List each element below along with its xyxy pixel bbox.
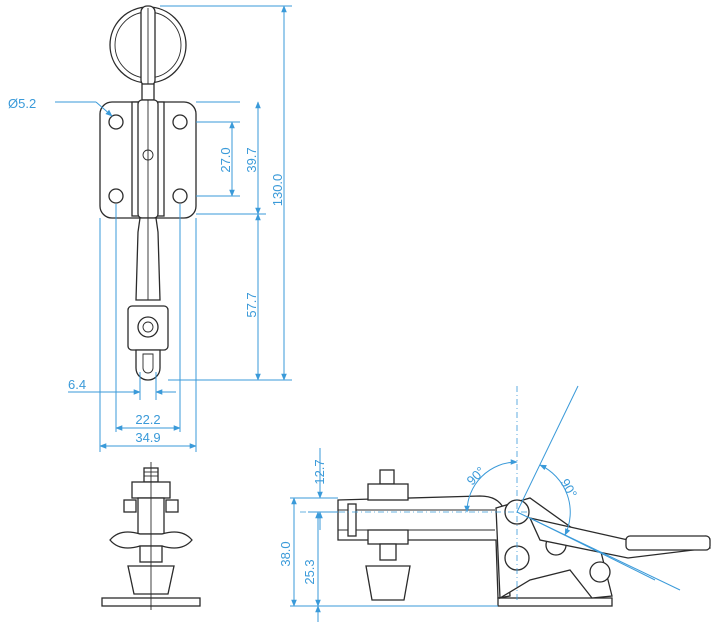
dim-side-height: 38.0 [278,541,293,566]
dim-angle-right: 90° [557,476,580,501]
dim-hole-spacing-h: 22.2 [135,412,160,427]
dim-angle-left: 90° [464,464,489,489]
dim-plate-height: 39.7 [244,147,259,172]
arm-slot [135,349,161,381]
side-base [497,597,613,607]
side-nut-bottom [367,529,409,545]
clamp-bar [337,495,511,599]
dim-arm-length: 57.7 [244,292,259,317]
side-view: 90° 90° 12.7 38.0 25.3 [278,385,711,622]
handle-neck [141,83,155,101]
dim-top-offset: 12.7 [312,459,327,484]
dim-spindle-height: 25.3 [302,559,317,584]
side-nut-top [367,483,409,501]
front-view [101,462,201,610]
dim-slot-width: 6.4 [68,377,86,392]
side-spindle-tip [365,565,411,601]
mount-hole [108,114,124,130]
pivot-4 [589,561,611,583]
dim-hole-spacing-v: 27.0 [218,147,233,172]
dim-plate-width: 34.9 [135,430,160,445]
mount-hole [108,188,124,204]
mount-hole [172,188,188,204]
top-view: 27.0 39.7 130.0 57.7 Ø5.2 6.4 22.2 34.9 [8,5,292,452]
dim-overall-length: 130.0 [270,174,285,207]
dim-hole-diameter: Ø5.2 [8,96,36,111]
mount-hole [172,114,188,130]
